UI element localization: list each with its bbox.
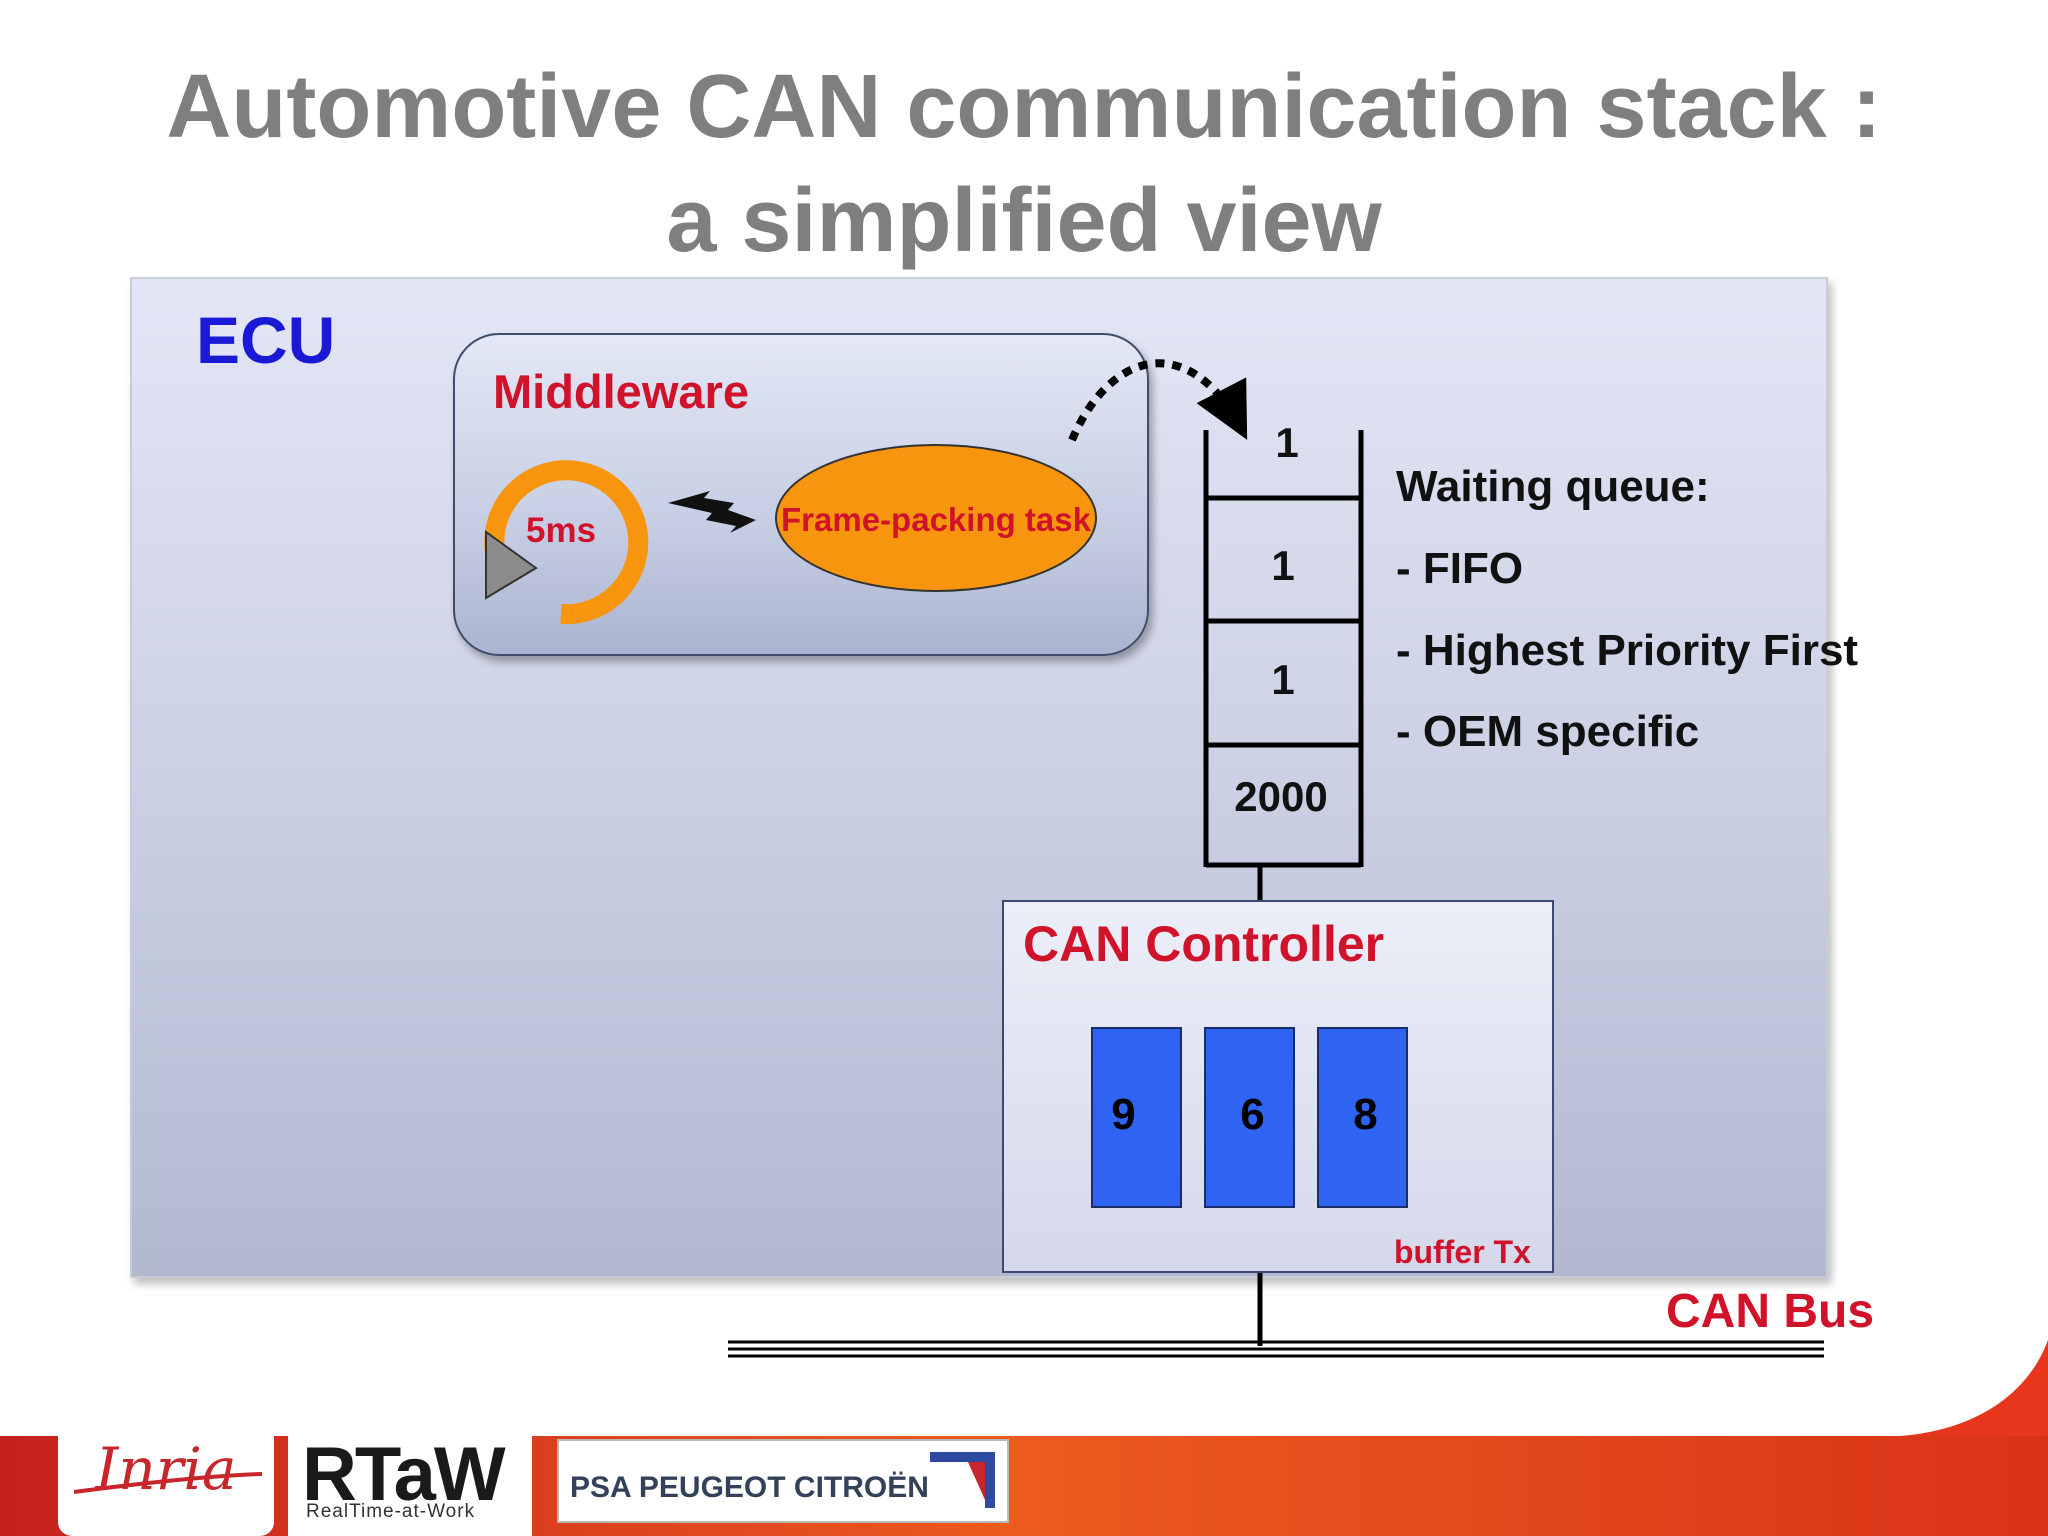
inria-logo: Inria	[95, 1435, 237, 1503]
buffer-tx-label: buffer Tx	[1394, 1234, 1531, 1270]
tx-buffer-3	[1317, 1027, 1408, 1208]
middleware-label: Middleware	[493, 365, 749, 418]
can-bus-line	[728, 1340, 1824, 1358]
queue-slot-3: 1	[1271, 656, 1295, 703]
can-controller-label: CAN Controller	[1023, 916, 1385, 972]
can-bus-label: CAN Bus	[1666, 1285, 1875, 1338]
slide-title: Automotive CAN communication stack : a s…	[0, 50, 2048, 278]
rtaw-logo-card	[288, 1436, 532, 1536]
dotted-curved-arrow-icon	[1068, 359, 1248, 442]
circular-arrow-icon	[484, 460, 649, 625]
inria-underline-stroke	[73, 1472, 263, 1494]
queue-slot-1: 1	[1275, 419, 1299, 466]
queue-slot-2: 1	[1271, 542, 1295, 589]
title-line-1: Automotive CAN communication stack :	[166, 57, 1882, 157]
queue-slot-4: 2000	[1234, 773, 1328, 820]
ecu-label: ECU	[196, 303, 336, 377]
frame-packing-task-label: Frame-packing task	[781, 501, 1091, 538]
waiting-queue	[1203, 430, 1364, 868]
psa-logo: PSA PEUGEOT CITROËN	[570, 1471, 929, 1504]
frame-packing-task-ellipse	[775, 444, 1097, 592]
title-line-2: a simplified view	[666, 171, 1382, 271]
rtaw-logo-subtitle: RealTime-at-Work	[306, 1501, 476, 1522]
tx-buffer-1-value: 9	[1111, 1090, 1136, 1139]
tx-buffer-1	[1091, 1027, 1182, 1208]
psa-logo-mark	[930, 1452, 995, 1508]
period-label: 5ms	[526, 511, 597, 550]
psa-logo-mark-accent	[968, 1462, 985, 1500]
rtaw-logo: RTaW	[302, 1432, 506, 1517]
queue-policy-priority: - Highest Priority First	[1396, 626, 1859, 675]
lightning-arrow-icon	[668, 491, 756, 533]
tx-buffer-2-value: 6	[1240, 1090, 1265, 1139]
tx-buffer-2	[1204, 1027, 1295, 1208]
tx-buffer-3-value: 8	[1353, 1090, 1378, 1139]
queue-policy-oem: - OEM specific	[1396, 707, 1700, 756]
inria-logo-card	[58, 1408, 274, 1536]
queue-policy-fifo: - FIFO	[1396, 544, 1524, 593]
waiting-queue-heading: Waiting queue:	[1396, 462, 1710, 511]
